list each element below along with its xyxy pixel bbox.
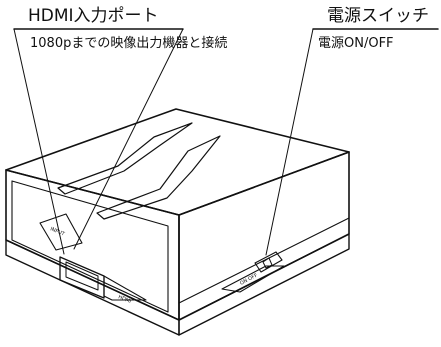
power-leader (265, 28, 314, 256)
hdmi-input-port-description: 1080pまでの映像出力機器と接続 (30, 36, 228, 51)
input-marking: INPUT (49, 226, 66, 238)
hdmi-port-housing (59, 256, 105, 299)
input-label-plate (39, 213, 83, 251)
hdmi-port-opening (65, 261, 99, 291)
hdmi-input-port-title: HDMI入力ポート (28, 6, 159, 26)
base-right (178, 233, 350, 336)
right-face (178, 151, 350, 321)
hdmi-marking: HDMI (117, 294, 132, 305)
power-switch-body (254, 251, 283, 273)
top-face (5, 108, 350, 216)
power-switch-plate (221, 265, 285, 293)
power-switch-title: 電源スイッチ (327, 6, 429, 26)
hdmi-leader-right (73, 28, 184, 250)
hdmi-label-plate (103, 275, 147, 301)
front-face (5, 169, 180, 321)
power-switch-description: 電源ON/OFF (318, 36, 394, 51)
front-panel-inset (11, 180, 169, 313)
hdmi-leader-left (13, 28, 65, 255)
top-groove-2 (96, 135, 221, 220)
top-groove-1 (57, 122, 193, 195)
